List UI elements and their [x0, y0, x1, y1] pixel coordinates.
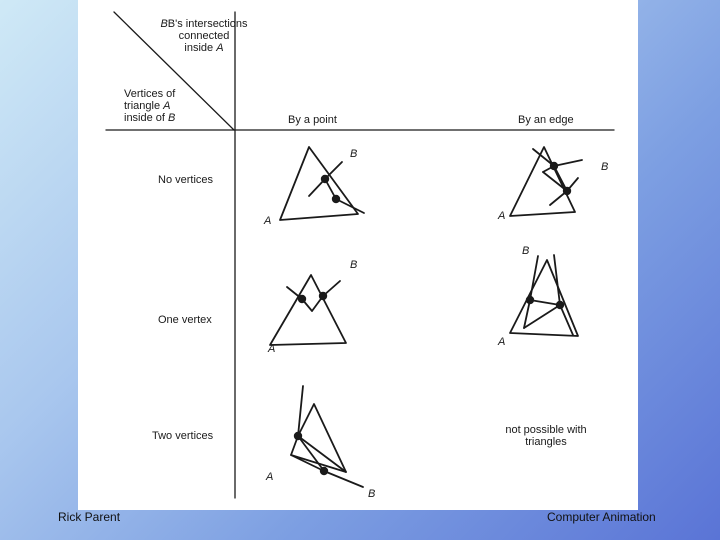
- var-a: A: [163, 100, 171, 112]
- corner-top-line2: connected: [178, 30, 230, 42]
- diagonal-divider: [113, 11, 235, 131]
- var-b: B: [160, 18, 168, 30]
- corner-bottom-line3: inside of: [124, 112, 169, 124]
- diagram-panel: BB's intersections connected inside A Ve…: [78, 0, 638, 510]
- column-header-point: By a point: [288, 114, 337, 126]
- intersection-points: [293, 161, 572, 476]
- figure-no-vertices-edge: [509, 146, 583, 217]
- corner-header-intersections: BB's intersections connected inside A: [144, 18, 264, 54]
- label-b: B: [350, 148, 358, 160]
- not-possible-line2: triangles: [525, 436, 567, 448]
- row-header-one-vertex: One vertex: [158, 314, 212, 326]
- diagram-svg: [105, 11, 615, 499]
- var-b: B: [168, 112, 176, 124]
- label-b: B: [350, 259, 358, 271]
- figure-one-vertex-edge: [509, 254, 579, 337]
- label-a: A: [498, 336, 506, 348]
- not-possible-line1: not possible with: [505, 424, 587, 436]
- corner-header-vertices: Vertices of triangle A inside of B: [124, 88, 175, 124]
- corner-bottom-line2: triangle: [124, 100, 164, 112]
- label-a: A: [498, 210, 506, 222]
- corner-top-line3: inside: [184, 42, 217, 54]
- label-a: A: [264, 215, 272, 227]
- figure-one-vertex-point: [269, 274, 347, 346]
- not-possible-note: not possible with triangles: [494, 424, 598, 448]
- label-b: B: [522, 245, 530, 257]
- label-b: B: [368, 488, 376, 500]
- var-a: A: [216, 42, 224, 54]
- column-header-edge: By an edge: [518, 114, 574, 126]
- footer-author: Rick Parent: [58, 510, 121, 524]
- row-header-no-vertices: No vertices: [158, 174, 214, 186]
- footer-course: Computer Animation: [547, 510, 656, 524]
- label-a: A: [268, 343, 276, 355]
- label-b: B: [601, 161, 609, 173]
- corner-top-line1: B's intersections: [167, 18, 248, 30]
- corner-bottom-line1: Vertices of: [124, 88, 176, 100]
- label-a: A: [266, 471, 274, 483]
- figure-two-vertices-point: [290, 385, 364, 488]
- row-header-two-vertices: Two vertices: [152, 430, 214, 442]
